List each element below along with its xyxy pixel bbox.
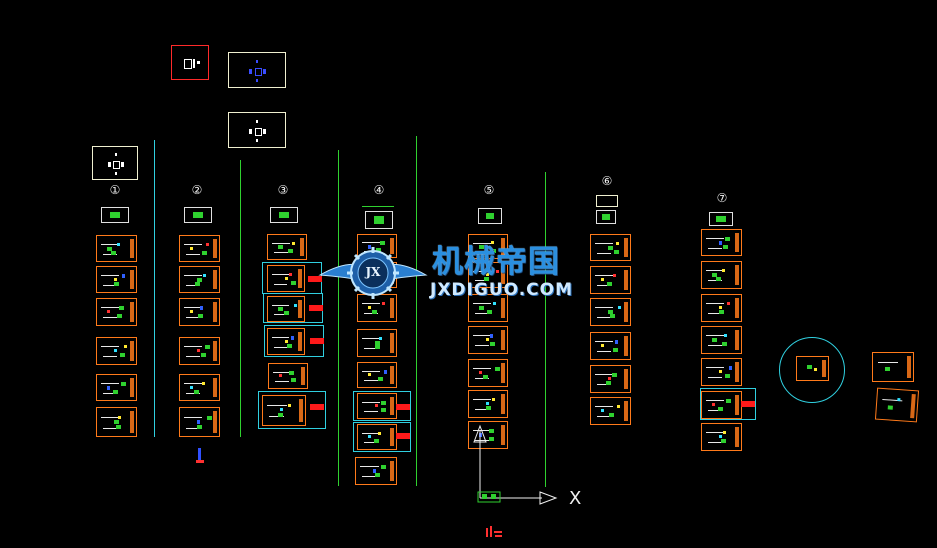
red-frame-glyph xyxy=(184,59,192,69)
watermark-brand-en: JXDIGUO.COM xyxy=(430,280,574,300)
assembly-thumb-2[interactable] xyxy=(184,207,212,223)
drawing-sheet[interactable] xyxy=(96,298,137,326)
red-marker xyxy=(308,276,322,282)
divider-line xyxy=(240,160,241,437)
assembly-thumb-5[interactable] xyxy=(478,208,502,224)
column-label-7: ⑦ xyxy=(716,191,728,205)
drawing-sheet[interactable] xyxy=(590,332,631,360)
drawing-sheet[interactable] xyxy=(590,234,631,261)
drawing-sheet[interactable] xyxy=(701,326,742,354)
drawing-sheet[interactable] xyxy=(357,362,397,388)
column-label-6: ⑥ xyxy=(601,174,613,188)
drawing-sheet[interactable] xyxy=(96,407,137,437)
drawing-sheet[interactable] xyxy=(357,424,397,450)
drawing-sheet[interactable] xyxy=(701,261,742,289)
drawing-sheet[interactable] xyxy=(468,262,508,288)
red-marker xyxy=(310,338,324,344)
white-block-frame-col1[interactable] xyxy=(92,146,138,180)
drawing-sheet[interactable] xyxy=(179,407,220,437)
column-label-1: ① xyxy=(109,183,121,197)
drawing-sheet[interactable] xyxy=(179,374,220,401)
drawing-sheet[interactable] xyxy=(468,421,508,449)
red-frame-block[interactable] xyxy=(171,45,209,80)
ucs-x-label: X xyxy=(569,488,582,509)
drawing-sheet[interactable] xyxy=(179,337,220,365)
drawing-sheet[interactable] xyxy=(590,298,631,326)
drawing-sheet[interactable] xyxy=(179,235,220,262)
drawing-sheet[interactable] xyxy=(96,337,137,365)
assembly-thumb-1[interactable] xyxy=(101,207,129,223)
drawing-sheet[interactable] xyxy=(357,294,397,322)
red-marker xyxy=(741,401,755,407)
circle-callout[interactable] xyxy=(779,337,845,403)
red-marker xyxy=(310,404,324,410)
highlight-box[interactable] xyxy=(353,422,411,452)
assembly-thumb-7[interactable] xyxy=(709,212,733,226)
drawing-sheet[interactable] xyxy=(468,326,508,354)
highlight-box[interactable] xyxy=(353,391,411,421)
block-mark-col4 xyxy=(362,206,394,211)
drawing-sheet[interactable] xyxy=(357,329,397,357)
drawing-sheet[interactable] xyxy=(96,266,137,293)
watermark-brand-cn: 机械帝国 xyxy=(432,244,560,280)
drawing-sheet[interactable] xyxy=(179,298,220,326)
watermark-badge: JX xyxy=(365,265,381,279)
block-frame-col6[interactable] xyxy=(596,195,618,207)
assembly-thumb-6[interactable] xyxy=(596,210,616,224)
drawing-sheet[interactable] xyxy=(701,229,742,256)
drawing-sheet[interactable] xyxy=(267,328,305,355)
drawing-sheet[interactable] xyxy=(96,374,137,401)
red-marker xyxy=(396,433,410,439)
loose-sheet-a[interactable] xyxy=(872,352,914,382)
ucs-icon xyxy=(470,418,585,518)
drawing-sheet[interactable] xyxy=(701,358,742,386)
watermark-wing-logo-icon xyxy=(318,247,428,299)
divider-line xyxy=(545,172,546,487)
column-label-4: ④ xyxy=(373,183,385,197)
drawing-sheet[interactable] xyxy=(590,365,631,393)
red-marker xyxy=(309,305,323,311)
highlight-box[interactable] xyxy=(258,391,326,429)
divider-line xyxy=(338,150,339,486)
drawing-sheet[interactable] xyxy=(468,234,508,259)
drawing-sheet[interactable] xyxy=(468,359,508,387)
column-label-5: ⑤ xyxy=(483,183,495,197)
watermark: JX 机械帝国 JXDIGUO.COM xyxy=(318,237,618,307)
ucs-axes-icon xyxy=(473,424,558,505)
red-text-mark xyxy=(486,526,506,538)
column-label-3: ③ xyxy=(277,183,289,197)
drawing-sheet[interactable] xyxy=(267,265,305,292)
red-marker xyxy=(396,404,410,410)
drawing-sheet[interactable] xyxy=(268,363,308,389)
highlight-box[interactable] xyxy=(700,388,756,420)
blue-block-frame[interactable] xyxy=(228,52,286,88)
drawing-sheet[interactable] xyxy=(590,266,631,294)
drawing-sheet[interactable] xyxy=(267,234,307,260)
column-label-2: ② xyxy=(191,183,203,197)
assembly-thumb-4[interactable] xyxy=(365,211,393,229)
drawing-sheet[interactable] xyxy=(701,294,742,322)
drawing-sheet[interactable] xyxy=(468,294,508,322)
drawing-sheet[interactable] xyxy=(590,397,631,425)
drawing-sheet[interactable] xyxy=(468,390,508,418)
white-block-frame-top[interactable] xyxy=(228,112,286,148)
drawing-sheet[interactable] xyxy=(267,296,305,322)
assembly-thumb-3[interactable] xyxy=(270,207,298,223)
callout-sheet[interactable] xyxy=(796,356,829,381)
drawing-sheet[interactable] xyxy=(96,235,137,262)
drawing-sheet[interactable] xyxy=(355,457,397,485)
drawing-sheet[interactable] xyxy=(179,266,220,293)
divider-line xyxy=(416,136,417,486)
drawing-sheet[interactable] xyxy=(701,423,742,451)
divider-line xyxy=(154,140,155,437)
block-insert-marker[interactable] xyxy=(196,448,204,466)
loose-sheet-b[interactable] xyxy=(874,387,920,423)
drawing-sheet[interactable] xyxy=(262,395,306,426)
